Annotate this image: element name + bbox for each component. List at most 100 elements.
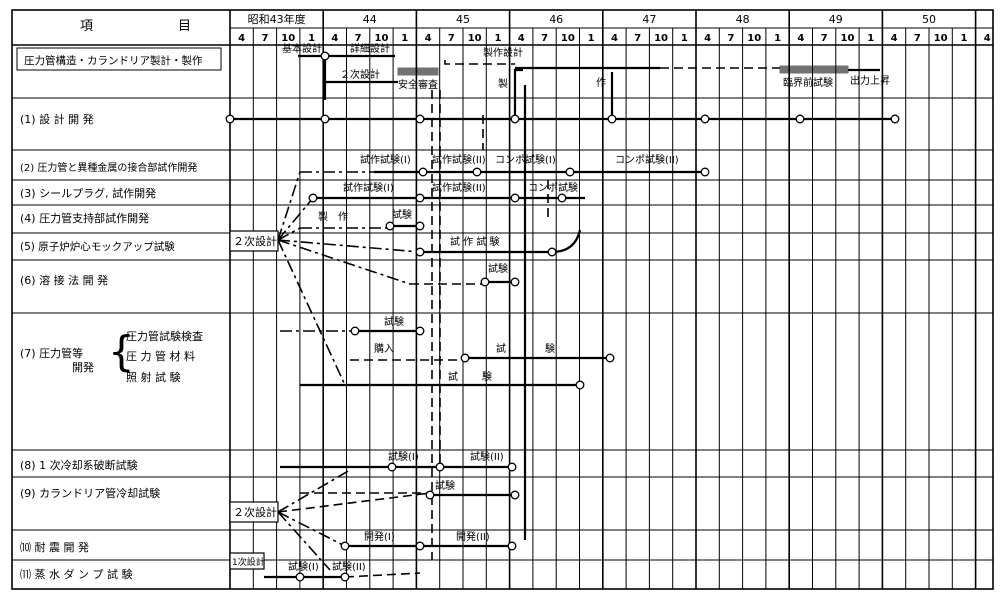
- seisaku-dash: [444, 60, 515, 65]
- milestone-node: [472, 167, 482, 177]
- ann-r6: 試験: [488, 262, 508, 275]
- year-label: 49: [829, 13, 843, 26]
- quarter-label: 4: [425, 33, 432, 44]
- ann-r11-b: 試験(II): [332, 560, 366, 573]
- ann-r4-a: 製 作: [318, 210, 348, 223]
- milestone-node: [350, 326, 360, 336]
- ann-r8-a: 試験(I): [388, 450, 419, 463]
- ann-r2-b: 試作試験(II): [432, 153, 486, 166]
- ann-r7c-a: 試: [448, 370, 458, 383]
- milestone-node: [460, 353, 470, 363]
- row-7-label: (7) 圧力管等: [20, 346, 83, 360]
- ann-kihon: 基本設計: [282, 42, 322, 55]
- item-header-char-2: 目: [178, 19, 191, 34]
- milestone-node: [415, 326, 425, 336]
- quarter-label: 1: [308, 33, 315, 44]
- ann-r11-a: 試験(I): [288, 560, 319, 573]
- quarter-label: 1: [494, 33, 501, 44]
- quarter-label: 1: [960, 33, 967, 44]
- milestone-node: [510, 277, 520, 287]
- milestone-node: [385, 221, 395, 231]
- milestone-node: [425, 490, 435, 500]
- ann-r4-b: 試験: [392, 208, 412, 221]
- ann-r7c-b: 験: [482, 370, 492, 383]
- year-label: 46: [549, 13, 563, 26]
- row-6-label: (6) 溶 接 法 開 発: [20, 273, 108, 287]
- quarter-label: 4: [331, 33, 338, 44]
- quarter-label: 1: [401, 33, 408, 44]
- row-4-label: (4) 圧力管支持部試作開発: [20, 211, 149, 225]
- milestone-node: [415, 541, 425, 551]
- fan1-a: [277, 171, 301, 241]
- year-label: 45: [456, 13, 470, 26]
- ann-r7b-c: 験: [545, 342, 555, 355]
- milestone-node: [415, 114, 425, 124]
- quarter-label: 4: [611, 33, 618, 44]
- quarter-label: 1: [588, 33, 595, 44]
- milestone-node: [320, 114, 330, 124]
- ann-r7b-b: 試: [496, 342, 506, 355]
- milestone-node: [340, 541, 350, 551]
- quarter-label: 7: [821, 33, 828, 44]
- row-7-sub-1: 圧力管試験検査: [126, 329, 203, 343]
- row-11-label: ⑾ 蒸 水 ダ ン プ 試 験: [20, 567, 132, 581]
- ann-anzen: 安全審査: [398, 78, 438, 91]
- milestone-node: [510, 114, 520, 124]
- quarter-label: 1: [681, 33, 688, 44]
- quarter-label: 10: [840, 33, 854, 44]
- fan2-c: [277, 511, 331, 571]
- ann-niji: ２次設計: [340, 68, 380, 81]
- year-label: 44: [363, 13, 377, 26]
- row-7-sub-3: 照 射 試 験: [126, 370, 181, 384]
- quarter-label: 7: [355, 33, 362, 44]
- milestone-node: [415, 193, 425, 203]
- milestone-node: [415, 247, 425, 257]
- fan1-f: [277, 227, 301, 241]
- milestone-node: [320, 51, 330, 61]
- milestone-node: [700, 167, 710, 177]
- row-labels: 圧力管構造・カランドリア製計・製作 (1) 設 計 開 発 (2) 圧力管と異種…: [16, 47, 222, 581]
- ann-r7b-a: 購入: [374, 342, 394, 355]
- milestone-node: [225, 114, 235, 124]
- row-0-label-box: [16, 47, 222, 71]
- quarter-label: 7: [727, 33, 734, 44]
- milestone-node: [340, 572, 350, 582]
- ann-shutsuryoku: 出力上昇: [850, 74, 890, 87]
- milestone-node: [565, 167, 575, 177]
- year-label: 昭和43年度: [248, 12, 306, 26]
- milestone-node: [387, 462, 397, 472]
- ann-saku: 作: [596, 77, 606, 89]
- ichiji-box-label: 1次設計: [232, 556, 265, 568]
- fan1-c: [277, 239, 421, 253]
- milestone-node: [510, 193, 520, 203]
- quarter-label: 4: [238, 33, 245, 44]
- milestone-node: [435, 462, 445, 472]
- quarter-label: 10: [468, 33, 482, 44]
- quarter-label: 7: [634, 33, 641, 44]
- row-8-label: (8) 1 次冷却系破断試験: [20, 458, 138, 472]
- quarter-label: 10: [374, 33, 388, 44]
- milestone-node: [700, 114, 710, 124]
- rinkai-hatch: [779, 65, 849, 74]
- row-9-label: (9) カランドリア管冷却試験: [20, 486, 160, 500]
- fan1-d: [277, 239, 411, 285]
- row-7-brace: {: [108, 327, 135, 376]
- milestone-node: [605, 353, 615, 363]
- milestone-node: [607, 114, 617, 124]
- ann-r3-a: 試作試験(I): [343, 181, 394, 194]
- milestone-nodes: [225, 51, 900, 582]
- ann-r9: 試験: [435, 479, 455, 492]
- ann-r2-c: コンポ試験(I): [495, 153, 556, 166]
- row-7-label-2: 開発: [72, 360, 94, 374]
- milestone-node: [795, 114, 805, 124]
- quarter-label: 4: [797, 33, 804, 44]
- item-header-char-1: 項: [80, 19, 93, 34]
- year-label: 48: [736, 13, 750, 26]
- quarter-label: 10: [281, 33, 295, 44]
- row-10-label: ⑽ 耐 震 開 発: [20, 540, 89, 554]
- quarter-label: 1: [867, 33, 874, 44]
- ann-sei: 製: [498, 77, 508, 90]
